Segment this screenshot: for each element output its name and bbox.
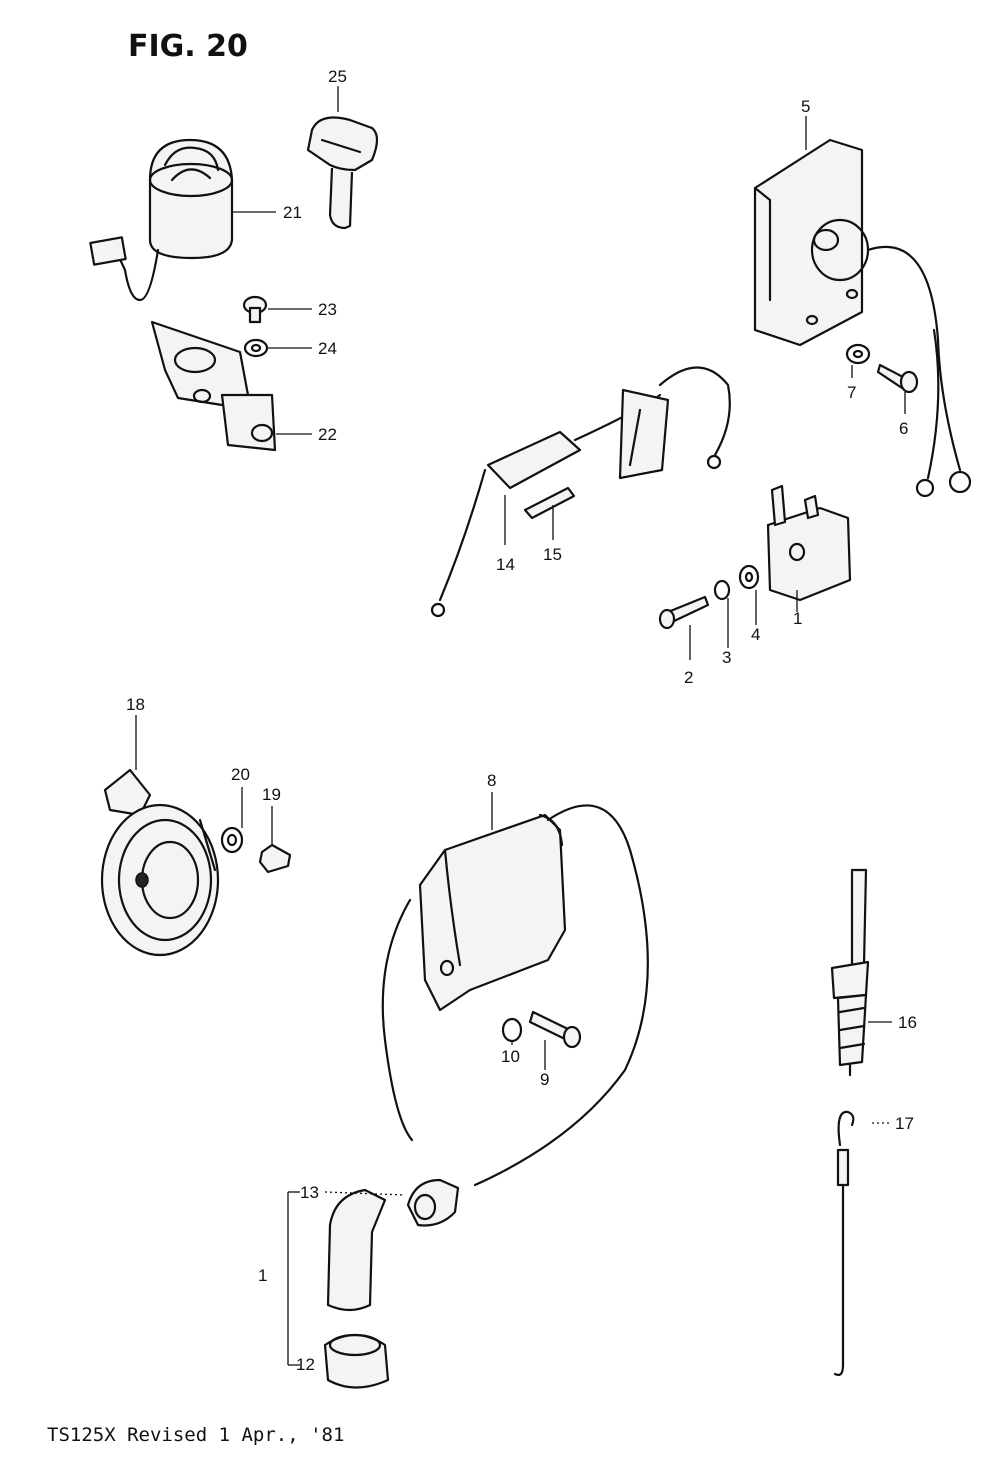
label-1: 1: [793, 609, 802, 628]
plug-cap-seal: [323, 1333, 390, 1389]
label-2: 2: [684, 668, 693, 687]
plate-screw: [876, 363, 919, 394]
label-10: 10: [501, 1047, 520, 1066]
label-18: 18: [126, 695, 145, 714]
coil-screw: [528, 1010, 582, 1049]
bracket-washer: [243, 338, 269, 358]
label-25: 25: [328, 67, 347, 86]
choke-cable: [833, 1110, 855, 1377]
label-3: 3: [722, 648, 731, 667]
plate-washer: [845, 343, 871, 365]
regulator-plate: [753, 138, 972, 498]
label-4: 4: [751, 625, 760, 644]
label-19: 19: [262, 785, 281, 804]
horn-bolt: [258, 843, 292, 874]
spark-plug: [830, 868, 870, 1077]
fuse-holder: [430, 366, 731, 618]
fuse: [523, 486, 576, 520]
relay-lockwasher: [713, 579, 731, 601]
horn-washer: [220, 826, 244, 854]
label-24: 24: [318, 339, 337, 358]
ignition-coil: [381, 804, 649, 1187]
relay-washer: [738, 564, 760, 590]
label-6: 6: [899, 419, 908, 438]
label-7: 7: [847, 383, 856, 402]
ignition-switch: [89, 138, 234, 302]
label-20: 20: [231, 765, 250, 784]
figure-title: FIG. 20: [128, 29, 248, 64]
label-8: 8: [487, 771, 496, 790]
label-21: 21: [283, 203, 302, 222]
horn: [100, 768, 220, 957]
label-16: 16: [898, 1013, 917, 1032]
label-12: 12: [296, 1355, 315, 1374]
label-cap-assembly: 1: [258, 1266, 267, 1285]
label-23: 23: [318, 300, 337, 319]
label-14: 14: [496, 555, 515, 574]
ignition-key: [306, 116, 379, 230]
label-5: 5: [801, 97, 810, 116]
footer-revision: TS125X Revised 1 Apr., '81: [47, 1424, 344, 1446]
switch-bracket: [150, 320, 277, 452]
label-15: 15: [543, 545, 562, 564]
plug-cap: [326, 1188, 387, 1312]
label-13: 13: [300, 1183, 319, 1202]
relay: [766, 484, 852, 602]
label-22: 22: [318, 425, 337, 444]
cap-adapter: [406, 1178, 460, 1227]
leader-lines: [135, 86, 906, 1366]
bracket-screw: [242, 295, 268, 324]
label-9: 9: [540, 1070, 549, 1089]
relay-screw: [658, 595, 710, 630]
coil-washer: [501, 1017, 523, 1043]
label-17: 17: [895, 1114, 914, 1133]
